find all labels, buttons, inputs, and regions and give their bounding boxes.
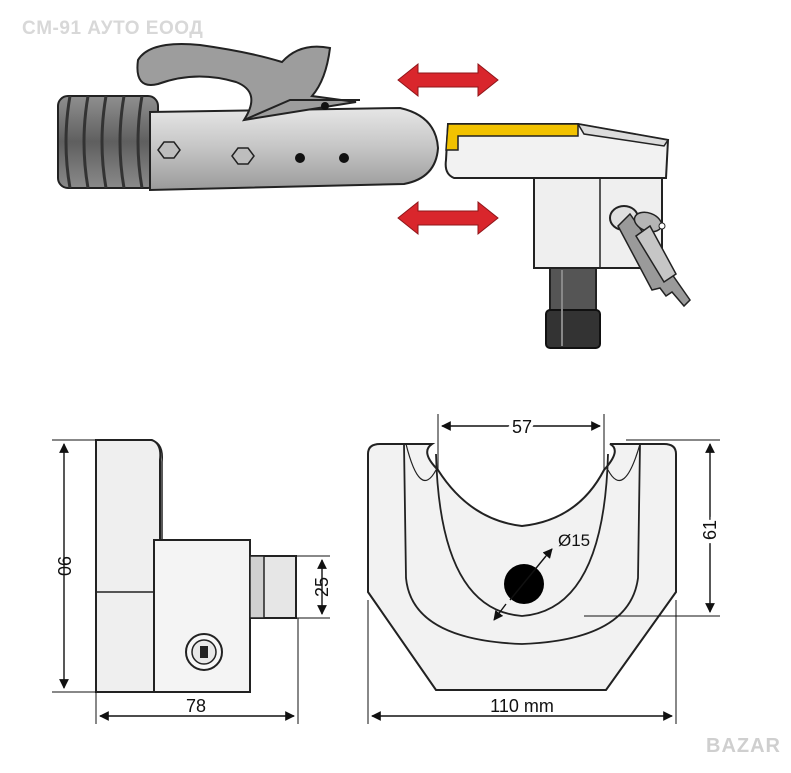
bazar-logo: BAZAR [706,735,781,757]
hex-bolt-1 [157,141,181,159]
seller-watermark: CM-91 АУТО ЕООД [22,18,204,39]
lock-keys [617,211,691,308]
dimension-inner-height: 61 [584,439,724,617]
dimension-inner-width-label: 57 [512,417,532,437]
movement-arrow-top [397,62,499,98]
dimension-height-label: 90 [54,556,74,576]
dimension-cylinder-label: 25 [312,577,332,597]
front-hole [504,564,544,604]
dimension-hole: Ø15 [493,531,590,621]
dimension-width: 110 mm [367,600,677,724]
dimension-depth-label: 78 [186,696,206,716]
coupling-head-illustration [57,43,440,192]
front-view-drawing [367,443,677,691]
rivet-1 [295,153,305,163]
side-housing [95,439,162,693]
movement-arrow-bottom [397,200,499,236]
hex-bolt-2 [231,147,255,165]
dimension-cylinder: 25 [296,555,332,619]
front-inner-u [403,443,641,645]
rivet-3 [321,102,329,110]
dimension-inner-width: 57 [437,413,605,470]
safety-lock-illustration [444,122,691,349]
bellows-hose [57,95,159,189]
side-view-drawing [95,439,297,693]
lock-cylinder-pin [545,267,601,349]
dimension-depth: 78 [95,618,299,724]
dimension-hole-label: Ø15 [558,531,590,550]
dimension-width-label: 110 mm [490,696,554,716]
dimension-height: 90 [52,439,96,693]
coupling-body [149,106,440,192]
dimension-inner-height-label: 61 [700,520,720,540]
coupling-handle [136,43,357,122]
rivet-2 [339,153,349,163]
